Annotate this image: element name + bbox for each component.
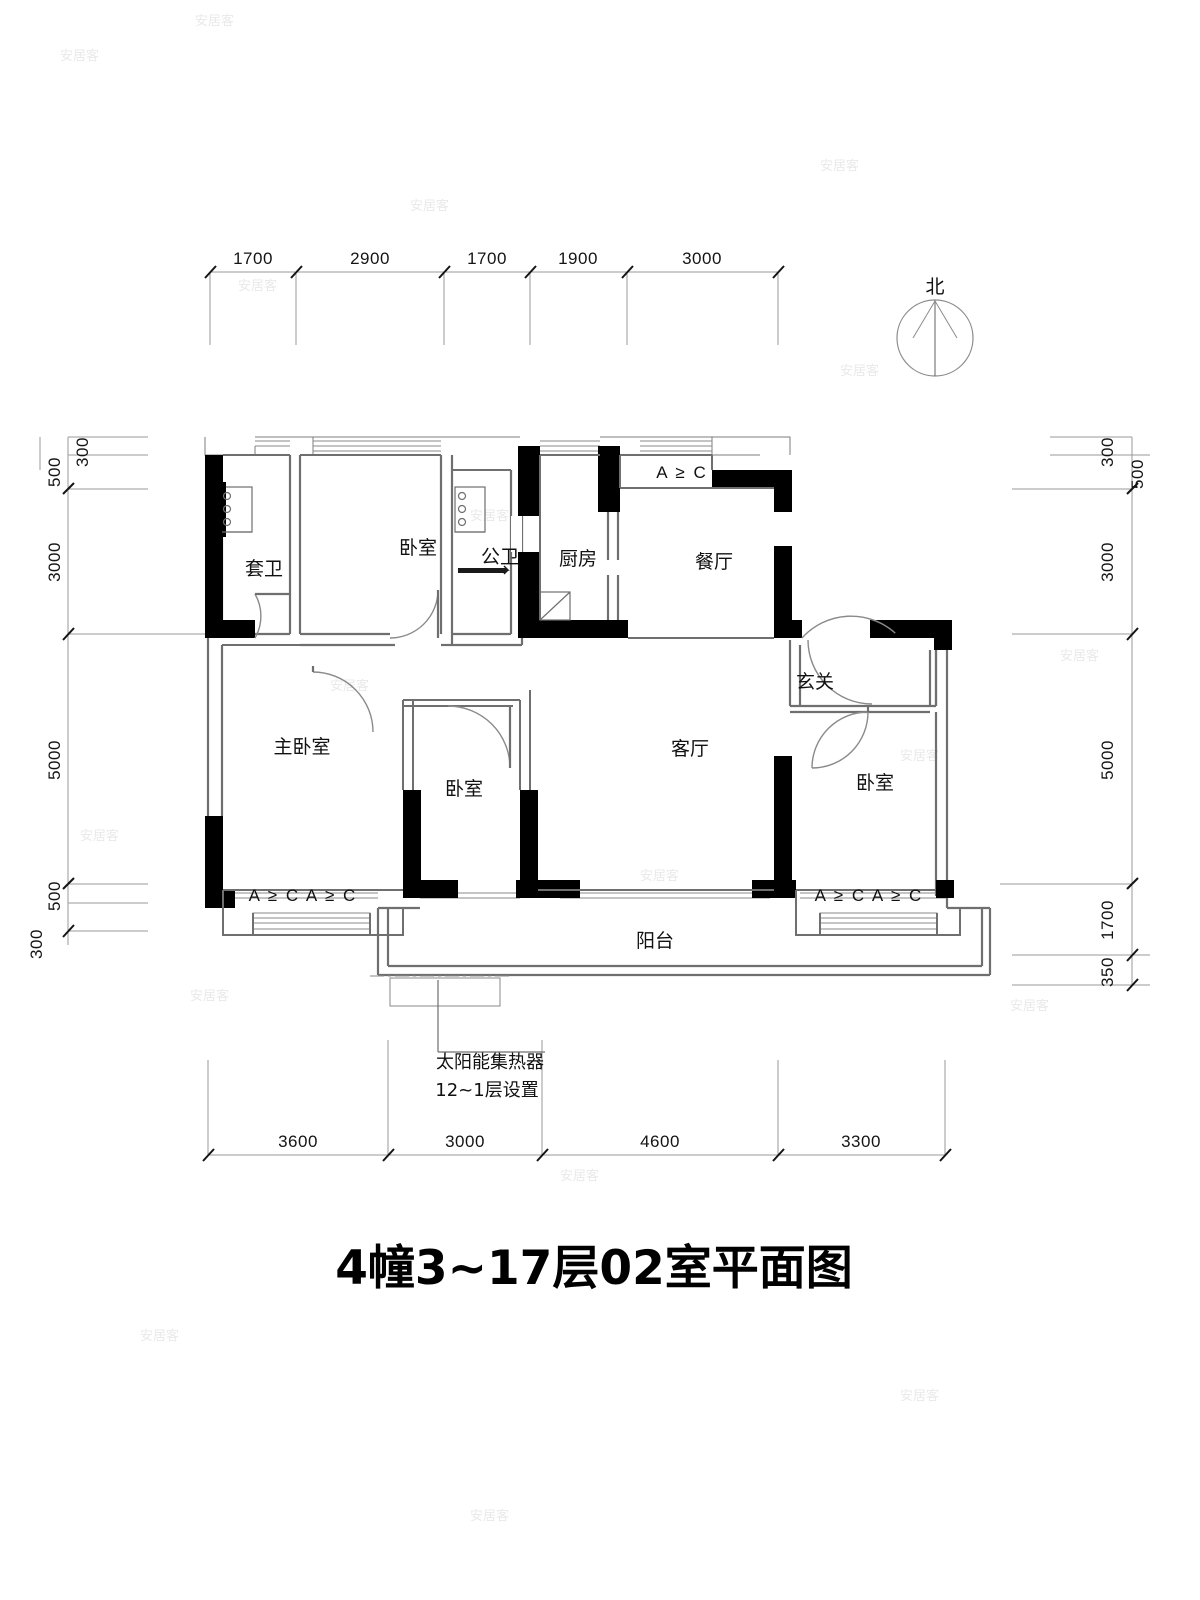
room-label-bedroom-middle: 卧室 [445,778,483,800]
dim-top-3: 1700 [467,249,507,268]
dim-left-4: 5000 [45,740,64,780]
kitchen-fixtures [539,591,571,621]
master-window-label: A ≥ C A ≥ C [249,886,358,905]
room-label-master-bedroom: 主卧室 [273,736,330,758]
dim-bottom-1: 3600 [278,1132,318,1151]
dim-right-3: 3000 [1098,542,1117,582]
room-label-ensuite-bath: 套卫 [245,558,283,580]
solar-annotation-line2: 12~1层设置 [435,1080,538,1101]
watermark: 安居客 [238,278,277,294]
watermark: 安居客 [900,748,939,764]
dim-right-2: 500 [1128,459,1147,489]
dim-left-6: 300 [27,929,46,959]
dim-left-5: 500 [45,881,64,911]
watermark: 安居客 [470,1508,509,1524]
solar-annotation-line1: 太阳能集热器 [436,1052,544,1073]
solar-collector-block [370,975,545,1053]
watermark: 安居客 [80,828,119,844]
dim-bottom-4: 3300 [841,1132,881,1151]
room-label-public-bath: 公卫 [481,546,519,568]
bottom-dimension-labels: 3600 3000 4600 3300 [278,1132,881,1151]
watermark: 安居客 [410,198,449,214]
watermark: 安居客 [820,158,859,174]
watermark: 安居客 [190,988,229,1004]
page-title: 4幢3~17层02室平面图 [335,1241,853,1296]
watermark: 安居客 [1010,998,1049,1014]
dim-left-1: 300 [73,437,92,467]
structural-walls [205,446,954,908]
bottom-dimension-chain [202,1040,952,1162]
left-dimension-labels: 300 500 3000 5000 500 300 [27,437,92,959]
dim-bottom-3: 4600 [640,1132,680,1151]
room-label-bedroom-north: 卧室 [399,537,437,559]
watermark: 安居客 [470,508,509,524]
room-label-dining: 餐厅 [695,551,733,573]
room-label-kitchen: 厨房 [559,548,597,570]
watermark: 安居客 [60,48,99,64]
dim-right-6: 350 [1098,957,1117,987]
top-dimension-chain [204,265,785,345]
dim-top-1: 1700 [233,249,273,268]
dim-top-2: 2900 [350,249,390,268]
right-dimension-chain [1000,436,1150,992]
dim-left-3: 3000 [45,542,64,582]
right-dimension-labels: 300 500 3000 5000 1700 350 [1098,437,1147,987]
bathroom-fixtures [216,482,510,575]
dim-top-5: 3000 [682,249,722,268]
east-window-label: A ≥ C A ≥ C [815,886,924,905]
dim-top-4: 1900 [558,249,598,268]
watermark-group: 安居客 安居客 安居客 安居客 安居客 安居客 安居客 安居客 安居客 安居客 … [60,13,1099,1524]
watermark: 安居客 [140,1328,179,1344]
north-compass: 北 [896,276,974,377]
dim-right-1: 300 [1098,437,1117,467]
door-swings [254,589,896,769]
watermark: 安居客 [330,678,369,694]
wall-accent-blocks [205,516,792,890]
dining-window-label: A ≥ C [656,463,707,482]
dim-left-2: 500 [45,457,64,487]
watermark: 安居客 [1060,648,1099,664]
room-label-living-room: 客厅 [671,738,709,760]
watermark: 安居客 [840,363,879,379]
watermark: 安居客 [560,1168,599,1184]
watermark: 安居客 [195,13,234,29]
room-label-foyer: 玄关 [796,671,834,693]
room-outlines [222,454,982,936]
left-dimension-chain [39,436,205,945]
north-label: 北 [925,276,944,298]
dim-bottom-2: 3000 [445,1132,485,1151]
watermark: 安居客 [900,1388,939,1404]
dim-right-5: 1700 [1098,900,1117,940]
room-label-bedroom-east: 卧室 [856,772,894,794]
room-label-balcony: 阳台 [636,930,674,952]
top-dimension-labels: 1700 2900 1700 1900 3000 [233,249,722,268]
watermark: 安居客 [640,868,679,884]
dim-right-4: 5000 [1098,740,1117,780]
